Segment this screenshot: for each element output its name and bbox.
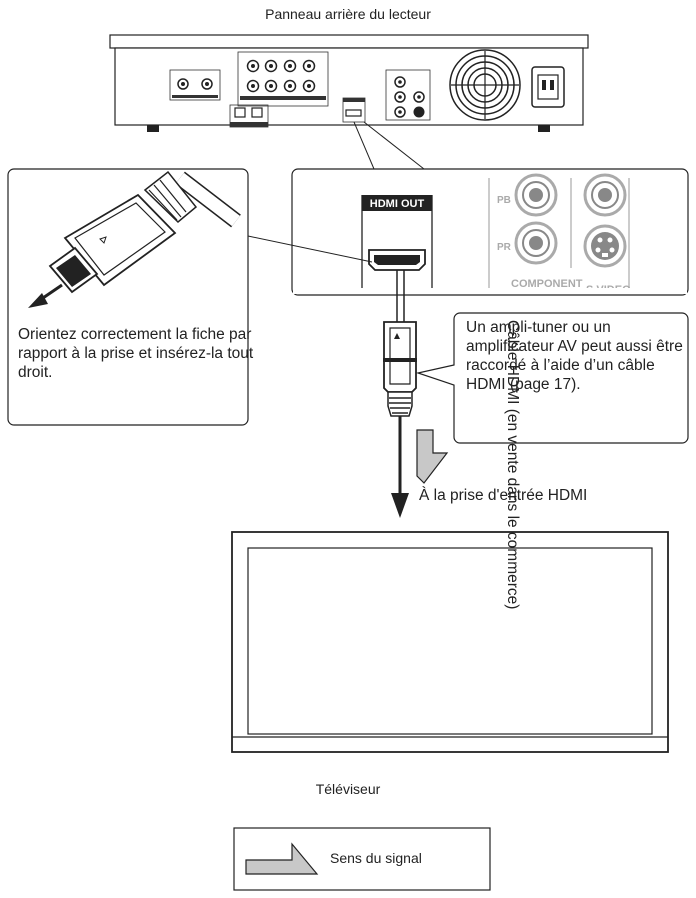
amplifier-note-callout	[415, 312, 689, 444]
component-label: COMPONENT	[511, 278, 583, 290]
plug-orientation-callout	[7, 168, 373, 426]
player-rear-panel	[109, 34, 589, 132]
signal-legend	[233, 827, 491, 891]
pr-label: PR	[497, 242, 512, 253]
hdmi-cable-label: Câble HDMI (en vente dans le commerce)	[504, 320, 521, 610]
tv-label: Téléviseur	[315, 781, 381, 797]
legend-label: Sens du signal	[330, 850, 422, 866]
rear-panel-title: Panneau arrière du lecteur	[265, 6, 431, 22]
hdmi-cable	[383, 270, 449, 518]
zoom-panel: HDMI OUT PB PR COMPONENT S VIDEO	[291, 168, 689, 296]
hdmi-out-label: HDMI OUT	[370, 198, 425, 210]
television	[231, 531, 669, 753]
amplifier-connection-note: Un ampli-tuner ou un amplificateur AV pe…	[466, 319, 683, 393]
hdmi-input-label: À la prise d'entrée HDMI	[419, 487, 588, 504]
plug-orientation-note: Orientez correctement la fiche par rappo…	[18, 326, 254, 381]
pb-label: PB	[497, 195, 511, 206]
